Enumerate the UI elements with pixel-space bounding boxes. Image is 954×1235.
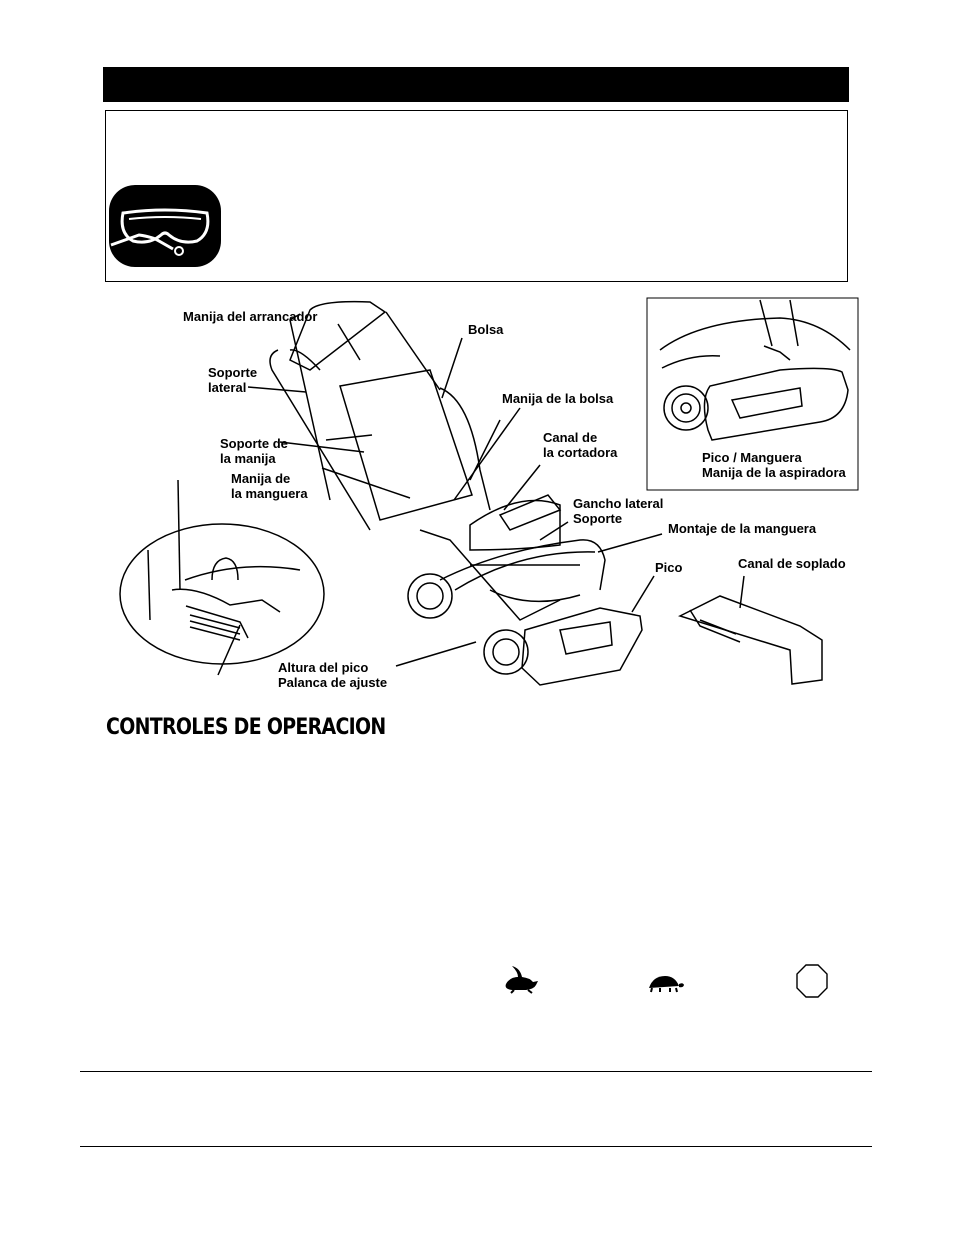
label-cutter-channel: Canal de la cortadora: [543, 430, 618, 460]
label-nozzle: Pico: [655, 560, 683, 575]
label-bag: Bolsa: [468, 322, 504, 337]
header-bar: [103, 67, 849, 102]
vacuum-diagram: [119, 297, 859, 686]
label-bag-handle: Manija de la bolsa: [502, 391, 614, 406]
divider-bottom: [80, 1146, 872, 1147]
divider-top: [80, 1071, 872, 1072]
rabbit-icon: [505, 966, 538, 994]
label-hose-handle: Manija de la manguera: [231, 471, 308, 501]
label-nozzle-height: Altura del pico Palanca de ajuste: [278, 660, 388, 690]
inset-caption: Pico / Manguera Manija de la aspiradora: [702, 450, 846, 480]
turtle-icon: [649, 976, 684, 993]
safety-goggles-icon: [109, 185, 221, 267]
section-title: CONTROLES DE OPERACION: [106, 715, 386, 740]
label-handle-support: Soporte de la manija: [220, 436, 288, 466]
label-side-support: Soporte lateral: [208, 365, 258, 395]
label-side-hook: Gancho lateral Soporte: [573, 496, 664, 526]
label-hose-assembly: Montaje de la manguera: [668, 521, 817, 536]
stop-icon: [796, 964, 828, 998]
label-blower-chute: Canal de soplado: [738, 556, 846, 571]
safety-notice-box: [105, 110, 848, 282]
label-starter-handle: Manija del arrancador: [183, 309, 318, 324]
